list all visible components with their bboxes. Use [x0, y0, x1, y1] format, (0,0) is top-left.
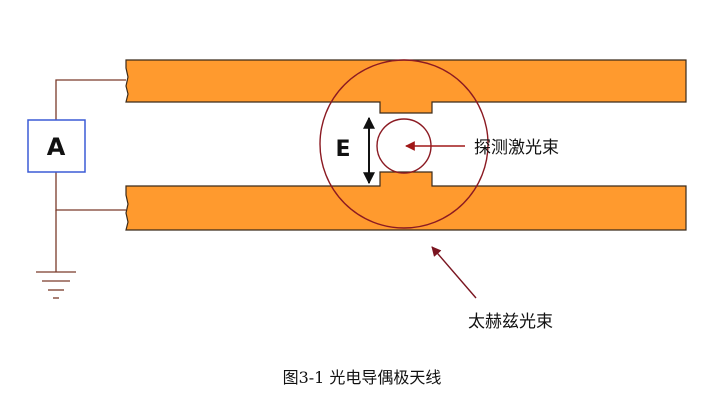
field-arrow: E	[335, 116, 375, 185]
field-label: E	[335, 137, 350, 162]
thz-beam-circle	[319, 59, 489, 229]
ammeter-label: A	[47, 133, 66, 161]
figure-caption: 图3-1 光电导偶极天线	[283, 368, 442, 387]
wire-bottom	[55, 172, 126, 211]
ammeter-box	[27, 119, 86, 173]
circuit-wires	[55, 79, 126, 272]
electrode-bottom	[125, 171, 687, 231]
probe-beam-label: 探测激光束	[474, 138, 559, 158]
thz-beam-label: 太赫兹光束	[468, 312, 553, 332]
wire-top	[55, 79, 126, 120]
electrode-top	[125, 59, 687, 114]
ammeter: A	[27, 119, 86, 173]
ground-icon	[36, 271, 76, 299]
thz-beam-pointer: 太赫兹光束	[431, 246, 553, 332]
probe-beam-pointer: 探测激光束	[405, 138, 559, 158]
